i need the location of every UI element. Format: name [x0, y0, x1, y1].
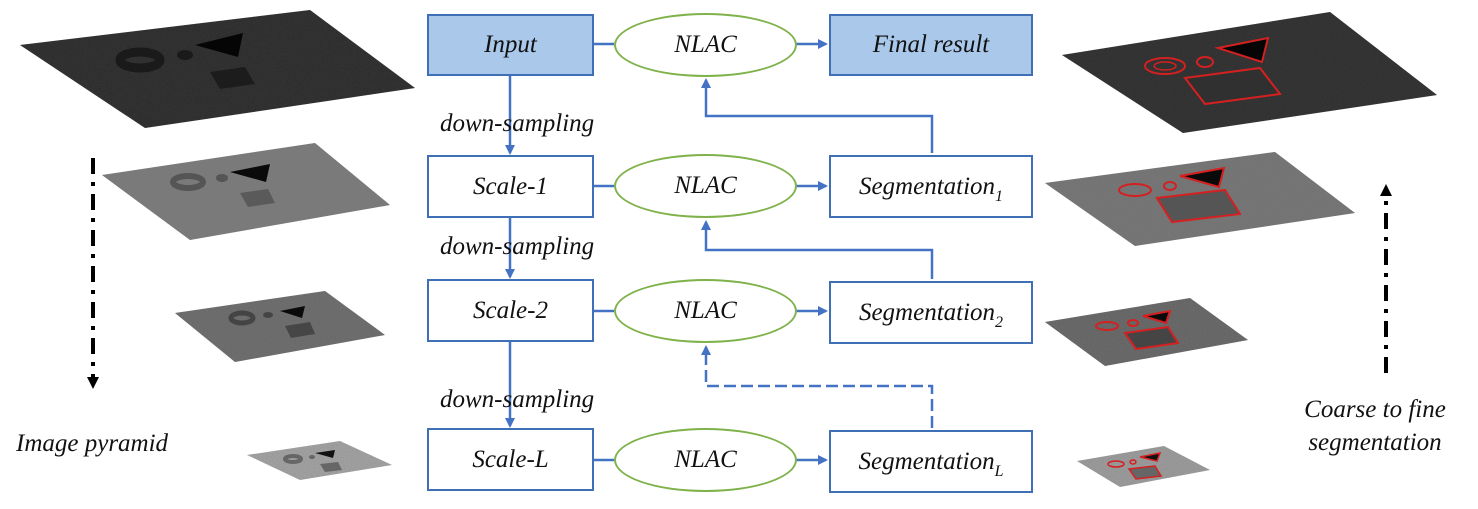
nlac-node-4: NLAC	[614, 428, 797, 492]
scale-2-box: Scale-2	[427, 279, 594, 342]
nlac-node-3: NLAC	[614, 279, 797, 343]
result-image-final	[1062, 12, 1437, 133]
nlac-label: NLAC	[674, 297, 737, 324]
segmentation-l-subscript: L	[994, 462, 1004, 480]
coarse-to-fine-caption: Coarse to fine segmentation	[1285, 393, 1465, 459]
segmentation-1-box: Segmentation1	[829, 155, 1033, 218]
segmentation-1-subscript: 1	[995, 187, 1004, 205]
down-sampling-label-1: down-sampling	[440, 110, 595, 137]
image-pyramid-caption: Image pyramid	[16, 430, 169, 457]
pyramid-image-scale-1	[102, 143, 390, 240]
pyramid-image-input	[20, 10, 415, 128]
scale-2-label: Scale-2	[473, 296, 548, 324]
segmentation-1-label: Segmentation1	[858, 172, 1004, 205]
result-image-seg-l	[1077, 446, 1210, 487]
result-image-seg-2	[1045, 298, 1248, 366]
nlac-node-1: NLAC	[614, 13, 797, 77]
segmentation-l-label: SegmentationL	[858, 447, 1004, 480]
input-box: Input	[427, 14, 594, 76]
nlac-label: NLAC	[674, 172, 737, 199]
down-sampling-label-3: down-sampling	[440, 386, 595, 413]
nlac-node-2: NLAC	[614, 154, 797, 218]
final-result-label: Final result	[872, 31, 990, 58]
pyramid-image-scale-2	[175, 291, 385, 362]
final-result-box: Final result	[829, 14, 1033, 76]
nlac-label: NLAC	[674, 31, 737, 58]
nlac-label: NLAC	[674, 446, 737, 473]
coarse-to-fine-caption-line2: segmentation	[1308, 429, 1442, 456]
segmentation-2-label: Segmentation2	[858, 298, 1004, 331]
feedback-segl-to-nlac	[701, 345, 934, 428]
scale-l-box: Scale-L	[427, 428, 594, 491]
result-image-seg-1	[1045, 152, 1355, 246]
scale-l-label: Scale-L	[472, 445, 549, 473]
scale-1-label: Scale-1	[473, 172, 548, 200]
feedback-seg2-to-nlac	[701, 220, 934, 279]
coarse-to-fine-caption-line1: Coarse to fine	[1304, 396, 1446, 423]
scale-1-box: Scale-1	[427, 155, 594, 218]
input-label: Input	[484, 31, 537, 58]
segmentation-2-subscript: 2	[995, 313, 1004, 331]
feedback-seg1-to-nlac	[701, 78, 934, 153]
down-sampling-label-2: down-sampling	[440, 233, 595, 260]
segmentation-2-box: Segmentation2	[829, 281, 1033, 344]
segmentation-l-box: SegmentationL	[829, 430, 1033, 493]
pyramid-image-scale-l	[247, 441, 392, 480]
